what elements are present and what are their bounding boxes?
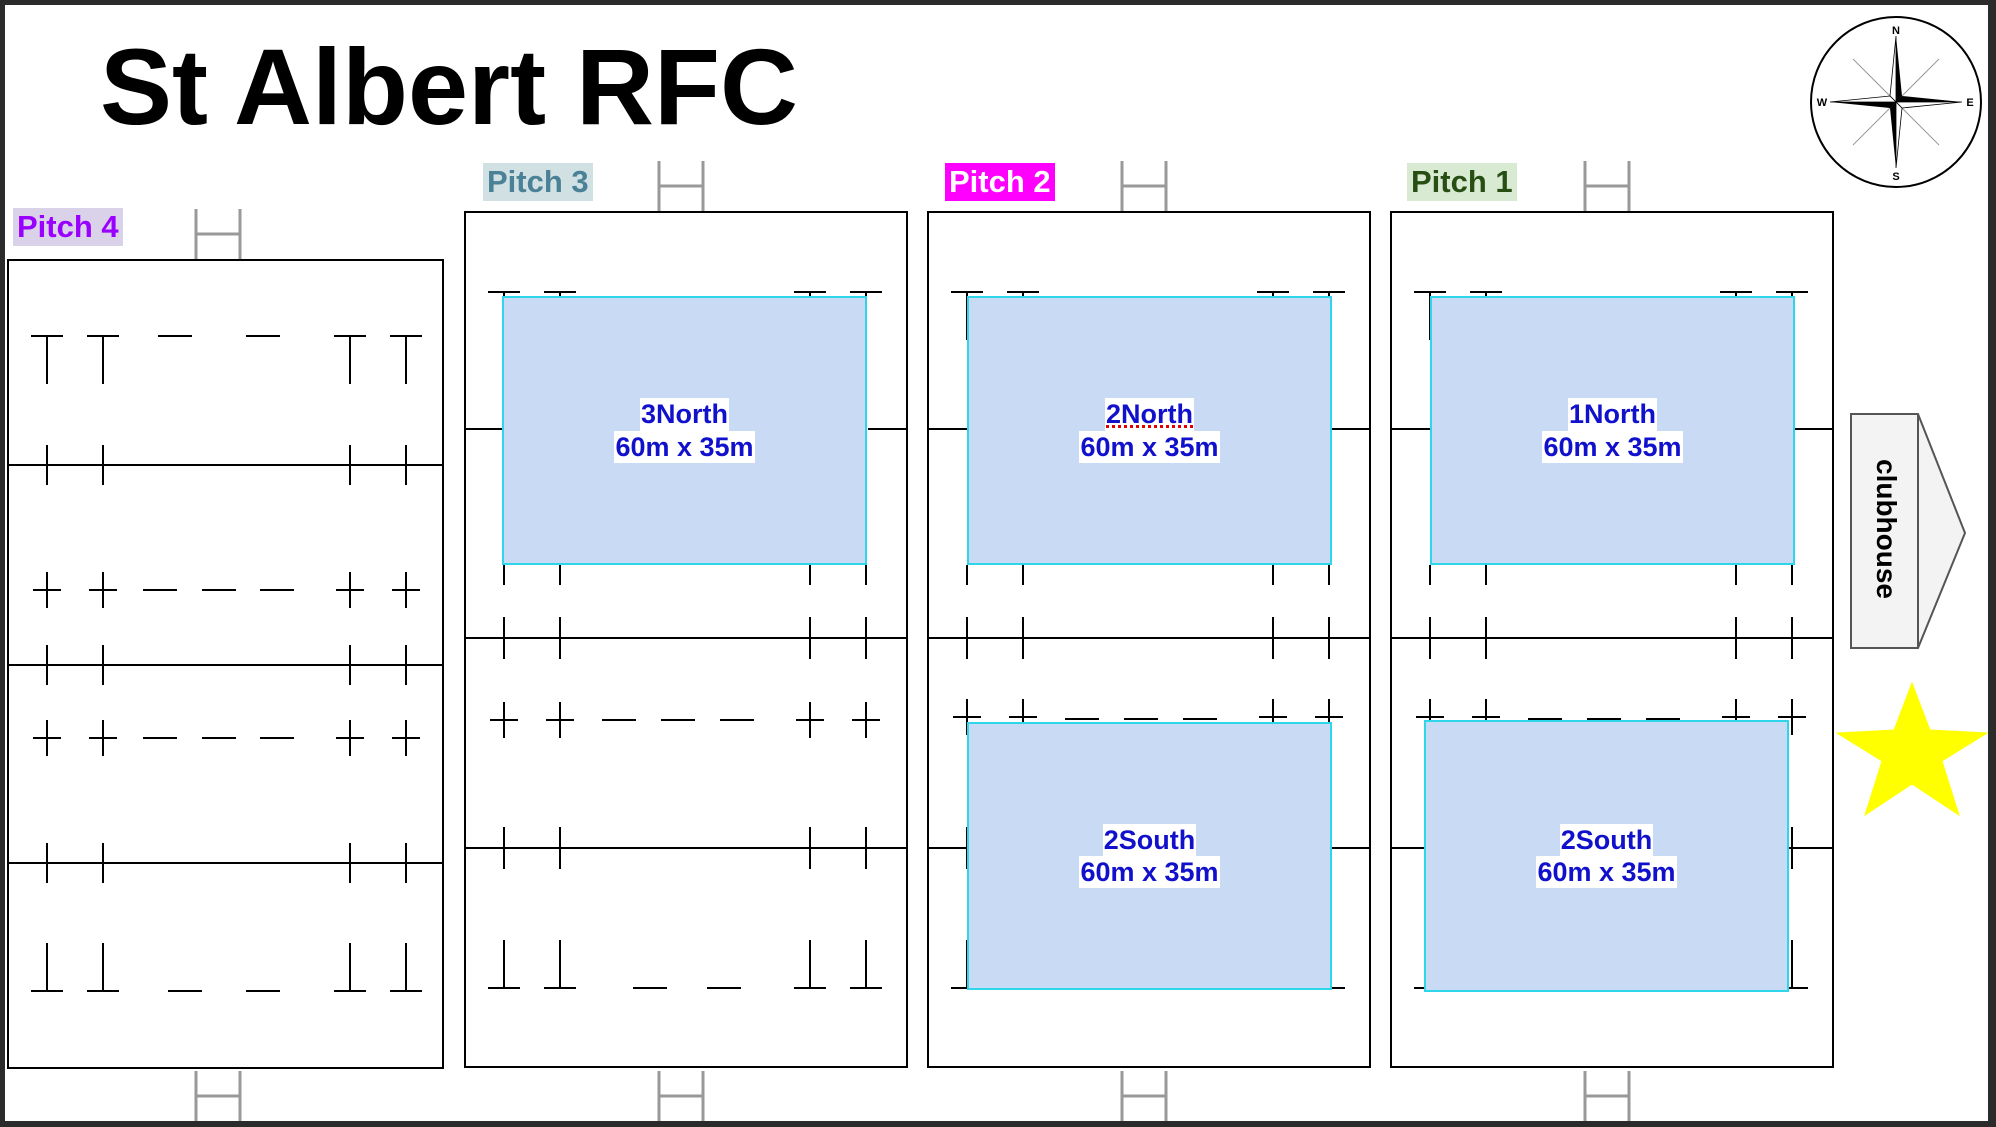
clubhouse-label-wrap: clubhouse [1853, 413, 1919, 645]
zone-2north-name: 2North [1105, 398, 1194, 431]
pitch-4-label: Pitch 4 [13, 208, 123, 247]
compass-south: S [1892, 171, 1899, 183]
page-title: St Albert RFC [100, 26, 798, 147]
clubhouse-icon [1850, 413, 1967, 649]
star-icon [1835, 681, 1988, 817]
pitch-1-field [1390, 211, 1834, 1068]
zone-2south-pitch-1: 2South 60m x 35m [1424, 720, 1789, 992]
compass-east: E [1966, 97, 1973, 109]
compass-west: W [1817, 97, 1828, 109]
pitch-2-field [927, 211, 1371, 1068]
clubhouse-label: clubhouse [1871, 458, 1903, 600]
compass-rose-icon: N S E W [1810, 16, 1982, 188]
zone-2south-pitch-2-name: 2South [1102, 823, 1197, 856]
zone-1north-name: 1North [1568, 398, 1657, 431]
pitch-3-field [464, 211, 908, 1068]
zone-3north: 3North 60m x 35m [502, 296, 867, 565]
zone-2south-pitch-1-name: 2South [1559, 823, 1654, 856]
zone-3north-size: 60m x 35m [614, 430, 755, 463]
zone-2south-pitch-2-size: 60m x 35m [1079, 856, 1220, 889]
site-map: St Albert RFC Pitch 4 Pitch 3 Pitch 2 Pi… [5, 5, 1988, 1121]
zone-2south-pitch-1-size: 60m x 35m [1536, 856, 1677, 889]
zone-3north-name: 3North [640, 398, 729, 431]
zone-2south-pitch-2: 2South 60m x 35m [967, 722, 1332, 990]
pitch-3-label: Pitch 3 [483, 163, 593, 202]
zone-1north-size: 60m x 35m [1542, 430, 1683, 463]
zone-1north: 1North 60m x 35m [1430, 296, 1795, 565]
pitch-2-label: Pitch 2 [945, 163, 1055, 202]
zone-2north: 2North 60m x 35m [967, 296, 1332, 565]
compass-north: N [1892, 25, 1900, 37]
pitch-1-label: Pitch 1 [1407, 163, 1517, 202]
zone-2north-size: 60m x 35m [1079, 430, 1220, 463]
